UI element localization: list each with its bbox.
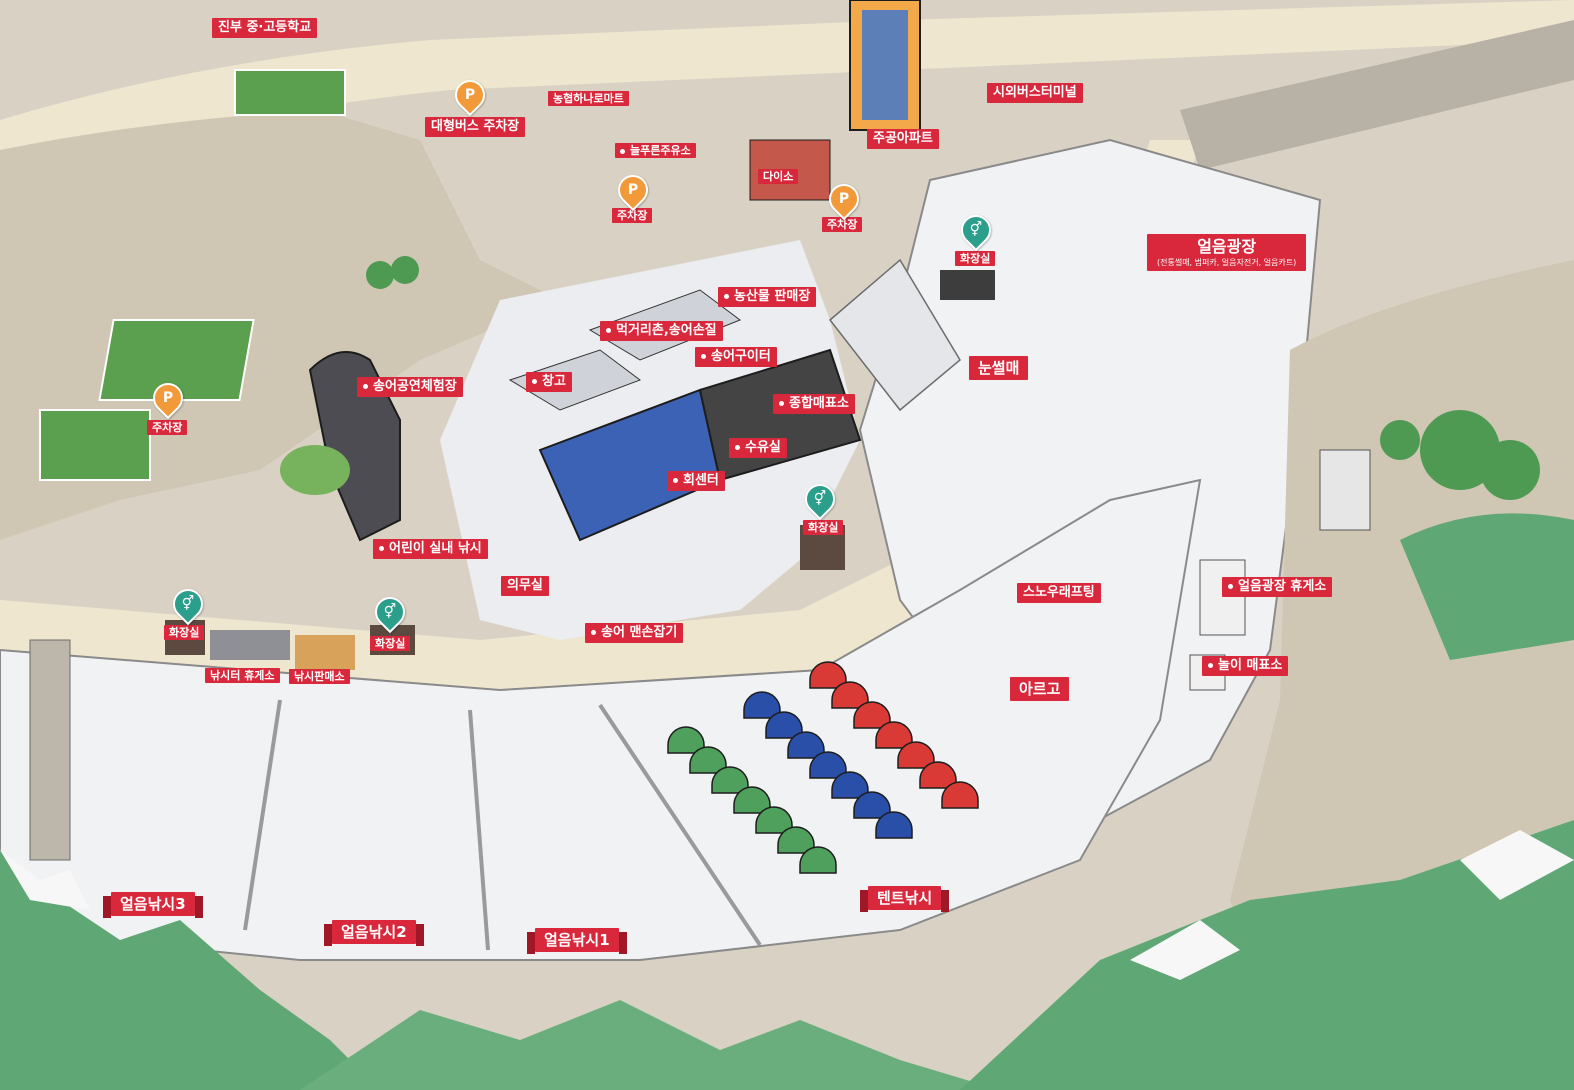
field-b bbox=[39, 409, 151, 481]
ice-plaza-title: 얼음광장 bbox=[1197, 237, 1257, 256]
school-field bbox=[234, 69, 346, 116]
label-nursing-room: 수유실 bbox=[729, 438, 787, 458]
plaza-rest-building bbox=[1199, 559, 1246, 636]
label-snow-sled: 눈썰매 bbox=[969, 356, 1029, 380]
label-snow-rafting: 스노우래프팅 bbox=[1017, 583, 1101, 603]
mountain-left bbox=[0, 850, 380, 1090]
trees bbox=[366, 256, 1540, 500]
label-trout-hall: 송어공연체험장 bbox=[357, 377, 463, 397]
steps-left bbox=[29, 639, 71, 861]
label-nonghyup-mart: 농협하나로마트 bbox=[548, 91, 629, 106]
label-bus-parking: 대형버스 주차장 bbox=[425, 117, 526, 137]
trout-hall bbox=[280, 351, 401, 542]
lane-divider-3 bbox=[598, 703, 762, 947]
lane-divider-2 bbox=[468, 709, 490, 951]
label-restroom-mid: 화장실 bbox=[803, 520, 844, 535]
label-daiso: 다이소 bbox=[758, 169, 799, 184]
label-first-aid: 의무실 bbox=[501, 576, 549, 596]
label-trout-hand: 송어 맨손잡기 bbox=[585, 623, 684, 643]
label-sashimi: 회센터 bbox=[667, 471, 725, 491]
label-gas-station: 늘푸른주유소 bbox=[615, 143, 696, 158]
label-ticket-office: 종합매표소 bbox=[773, 394, 855, 414]
label-kids-fishing: 어린이 실내 낚시 bbox=[373, 539, 488, 559]
label-fishing-shop: 낚시판매소 bbox=[289, 669, 350, 684]
label-ice-fishing-2: 얼음낚시2 bbox=[324, 920, 424, 946]
label-tent-fishing: 텐트낚시 bbox=[859, 886, 950, 912]
label-fishing-rest: 낚시터 휴게소 bbox=[205, 668, 280, 683]
road-top bbox=[0, 0, 1574, 170]
mountain-bottom bbox=[300, 1000, 1000, 1090]
label-parking-b: 주차장 bbox=[822, 217, 863, 232]
lane-divider-1 bbox=[243, 699, 282, 931]
building-right bbox=[1319, 449, 1371, 531]
label-bus-terminal: 시외버스터미널 bbox=[987, 83, 1083, 103]
label-argo: 아르고 bbox=[1010, 677, 1070, 701]
label-trout-eatery: 송어구이터 bbox=[695, 347, 777, 367]
ice-plaza-subtitle: (전통썰매, 범퍼카, 얼음자전거, 얼음카트) bbox=[1157, 258, 1297, 267]
label-ice-plaza: 얼음광장 (전통썰매, 범퍼카, 얼음자전거, 얼음카트) bbox=[1147, 234, 1307, 271]
restroom-top-building bbox=[940, 270, 995, 300]
mountain-right bbox=[960, 820, 1574, 1090]
label-plaza-rest: 얼음광장 휴게소 bbox=[1222, 577, 1333, 597]
label-restroom-left2: 화장실 bbox=[370, 636, 411, 651]
label-school: 진부 중·고등학교 bbox=[212, 18, 318, 38]
label-restroom-top: 화장실 bbox=[955, 251, 996, 266]
label-ice-fishing-3: 얼음낚시3 bbox=[103, 892, 203, 918]
hill-right-top bbox=[1400, 513, 1574, 660]
label-play-ticket: 놀이 매표소 bbox=[1202, 656, 1289, 676]
sled-slope bbox=[828, 258, 961, 412]
label-warehouse: 창고 bbox=[526, 372, 572, 392]
label-parking-c: 주차장 bbox=[147, 420, 188, 435]
label-food-street: 먹거리촌,송어손질 bbox=[600, 321, 723, 341]
tents bbox=[667, 661, 979, 874]
label-restroom-left: 화장실 bbox=[164, 625, 205, 640]
label-farm-market: 농산물 판매장 bbox=[718, 287, 817, 307]
fishing-rest-building bbox=[210, 630, 290, 660]
label-jugong-apt: 주공아파트 bbox=[867, 129, 939, 149]
fishing-shop-building bbox=[295, 635, 355, 670]
label-ice-fishing-1: 얼음낚시1 bbox=[527, 928, 627, 954]
bridge bbox=[1180, 20, 1574, 170]
label-parking-a: 주차장 bbox=[612, 208, 653, 223]
